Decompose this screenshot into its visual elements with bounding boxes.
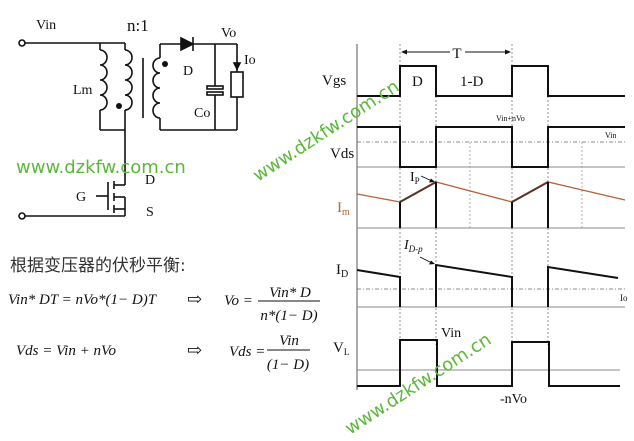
- vds-result-lhs: Vds =: [229, 344, 265, 360]
- diode-symbol: [180, 36, 195, 52]
- source-label: S: [146, 205, 154, 220]
- turns-ratio-label: n:1: [127, 16, 149, 35]
- vl-high-label: Vin: [441, 326, 461, 341]
- drain-label: D: [145, 173, 155, 188]
- id-waveform: [356, 263, 619, 307]
- vo-result-denominator: n*(1− D): [260, 308, 317, 324]
- watermark-lower-diagonal: www.dzkfw.com.cn: [341, 329, 495, 439]
- secondary-dot: [162, 61, 168, 67]
- watermark-left: www.dzkfw.com.cn: [16, 157, 186, 178]
- ground-terminal: [18, 212, 26, 220]
- vds-waveform: [357, 126, 625, 168]
- vds-result-numerator: Vin: [279, 333, 299, 349]
- diode-label: D: [183, 64, 193, 79]
- io-arrow: [232, 62, 242, 71]
- idp-pointer-head: [429, 260, 435, 265]
- id-label: ID: [336, 262, 348, 280]
- io-waveform-label: Io: [620, 293, 628, 303]
- secondary-coil: [152, 57, 161, 119]
- waveform-panel: T Vgs D 1-D Vds Vin+nVo Vin Im IP ID ID-…: [322, 44, 628, 407]
- vin-terminal: [18, 39, 26, 47]
- primary-dot: [116, 103, 122, 109]
- ip-pointer: [420, 175, 433, 182]
- gate-label: G: [76, 190, 86, 205]
- watermark-upper-diagonal: www.dzkfw.com.cn: [249, 76, 403, 186]
- im-rising-ramp-1: [399, 181, 437, 203]
- ip-pointer-head: [429, 178, 435, 183]
- load-resistor: [230, 71, 244, 98]
- off-time-label: 1-D: [460, 74, 483, 90]
- vds-high-label: Vin+nVo: [496, 114, 525, 123]
- period-arrowhead-left: [401, 49, 407, 55]
- vl-label: VL: [333, 340, 349, 357]
- io-label: Io: [244, 53, 256, 68]
- derivation-heading: 根据变压器的伏秒平衡:: [10, 256, 186, 276]
- vl-low-label: -nVo: [500, 392, 527, 407]
- equation-vds: Vds = Vin + nVo: [16, 343, 116, 359]
- lm-label: Lm: [73, 83, 93, 98]
- vds-vin-label: Vin: [605, 131, 617, 140]
- vgs-waveform: [357, 65, 625, 97]
- capacitor-plate: [206, 91, 224, 96]
- vl-waveform: [357, 339, 620, 387]
- vds-label: Vds: [330, 146, 354, 162]
- equation-volt-second: Vin* DT = nVo*(1− D)T: [8, 292, 158, 308]
- flyback-circuit: [18, 36, 244, 220]
- vo-label: Vo: [221, 26, 236, 41]
- im-label: Im: [337, 200, 350, 218]
- primary-coil: [124, 49, 133, 111]
- implies-arrow-2: ⇨: [187, 340, 202, 360]
- im-rising-ramp-2: [511, 181, 549, 203]
- co-label: Co: [194, 106, 210, 121]
- capacitor: [206, 85, 224, 90]
- lm-coil: [99, 49, 108, 111]
- vds-result-denominator: (1− D): [267, 357, 309, 373]
- vgs-label: Vgs: [322, 73, 346, 89]
- implies-arrow-1: ⇨: [187, 289, 202, 309]
- idp-pointer: [419, 256, 433, 264]
- ip-label: IP: [410, 170, 420, 186]
- im-waveform: [356, 181, 626, 203]
- period-arrowhead-right: [505, 49, 511, 55]
- vin-label: Vin: [36, 18, 56, 33]
- on-time-label: D: [412, 74, 423, 90]
- vo-result-numerator: Vin* D: [269, 285, 311, 301]
- idp-label: ID-p: [403, 238, 423, 254]
- vo-result-lhs: Vo =: [224, 293, 253, 309]
- period-label: T: [452, 46, 461, 62]
